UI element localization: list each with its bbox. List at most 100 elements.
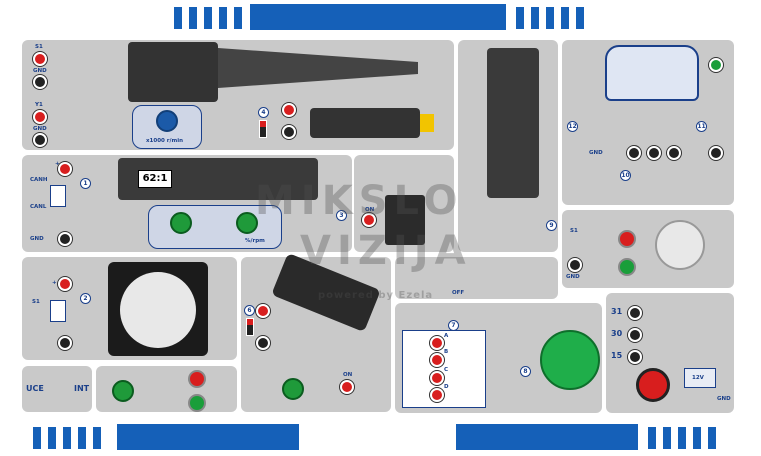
valve-black-jack[interactable] bbox=[256, 336, 270, 350]
diag-d-label: D bbox=[444, 384, 449, 390]
top-tick-left-5 bbox=[234, 7, 242, 29]
bottom-tick-left-5 bbox=[93, 427, 101, 449]
supply-gnd-label: GND bbox=[717, 396, 731, 402]
diag-b-jack[interactable] bbox=[430, 353, 444, 367]
plus-jack[interactable] bbox=[58, 162, 72, 176]
horn-red-led[interactable] bbox=[618, 230, 636, 248]
rpm-knob[interactable] bbox=[156, 110, 178, 132]
t31-jack[interactable] bbox=[628, 306, 642, 320]
ignition-coil-image bbox=[128, 42, 218, 102]
sensor-image bbox=[310, 108, 420, 138]
bottom-tick-right-5 bbox=[708, 427, 716, 449]
bus-right-label: INT bbox=[74, 384, 90, 393]
diag-marker-8: 8 bbox=[520, 366, 531, 377]
supply-button[interactable] bbox=[636, 368, 670, 402]
fan-ic bbox=[50, 300, 66, 322]
bottom-tick-left-2 bbox=[48, 427, 56, 449]
throttle-gnd-jack[interactable] bbox=[58, 232, 72, 246]
top-tick-left-3 bbox=[204, 7, 212, 29]
bottom-right-bar bbox=[456, 424, 638, 450]
car-marker-11: 11 bbox=[696, 121, 707, 132]
watermark-line1: MIKSLO bbox=[255, 178, 464, 224]
fan-blades bbox=[120, 272, 196, 348]
battery-icon bbox=[684, 368, 716, 388]
temp-green-led[interactable] bbox=[188, 394, 206, 412]
temp-knob[interactable] bbox=[112, 380, 134, 402]
top-tick-right-5 bbox=[576, 7, 584, 29]
gnd-jack[interactable] bbox=[33, 75, 47, 89]
misc-marker-9: 9 bbox=[546, 220, 557, 231]
bottom-tick-right-2 bbox=[663, 427, 671, 449]
s1-label: S1 bbox=[35, 44, 43, 50]
temp-red-led[interactable] bbox=[188, 370, 206, 388]
rpm-dial bbox=[132, 105, 202, 149]
bottom-tick-left-3 bbox=[63, 427, 71, 449]
throttle-ic bbox=[50, 185, 66, 207]
diag-box bbox=[402, 330, 486, 408]
horn-panel bbox=[562, 210, 734, 288]
watermark-powered: powered by Ezela bbox=[318, 290, 434, 301]
t15-jack[interactable] bbox=[628, 350, 642, 364]
top-header-bar bbox=[250, 4, 506, 30]
bottom-tick-right-4 bbox=[693, 427, 701, 449]
throttle-knob-right[interactable] bbox=[236, 212, 258, 234]
horn-green-led[interactable] bbox=[618, 258, 636, 276]
diag-a-label: A bbox=[444, 333, 449, 339]
bus-left-label: UCE bbox=[26, 384, 44, 393]
diag-c-label: C bbox=[444, 367, 449, 373]
top-tick-left-2 bbox=[189, 7, 197, 29]
fan-gnd-jack[interactable] bbox=[58, 336, 72, 350]
top-tick-left-1 bbox=[174, 7, 182, 29]
valve-on-label: ON bbox=[343, 372, 353, 378]
relay-on-label: ON bbox=[365, 207, 375, 213]
top-tick-left-4 bbox=[219, 7, 227, 29]
gnd2-jack[interactable] bbox=[33, 133, 47, 147]
fan-plus-jack[interactable] bbox=[58, 277, 72, 291]
diag-motor-wheel bbox=[540, 330, 600, 390]
throttle-dial bbox=[148, 205, 282, 249]
car-marker-10: 10 bbox=[620, 170, 631, 181]
y1-jack[interactable] bbox=[33, 110, 47, 124]
valve-knob[interactable] bbox=[282, 378, 304, 400]
relay-box bbox=[385, 195, 425, 245]
horn-gnd-label: GND bbox=[566, 274, 580, 280]
fan-s1-label: S1 bbox=[32, 299, 40, 305]
ignition-marker: 4 bbox=[258, 107, 269, 118]
bus-panel bbox=[22, 366, 92, 412]
relay-on-button[interactable] bbox=[362, 213, 376, 227]
car-jack-1[interactable] bbox=[627, 146, 641, 160]
junction-off-label: OFF bbox=[452, 290, 465, 296]
car-green-jack[interactable] bbox=[709, 58, 723, 72]
rpm-label: x1000 r/min bbox=[146, 138, 184, 144]
ignition-black-jack[interactable] bbox=[282, 125, 296, 139]
bottom-left-bar bbox=[117, 424, 299, 450]
diag-d-jack[interactable] bbox=[430, 388, 444, 402]
valve-on-button[interactable] bbox=[340, 380, 354, 394]
diag-a-jack[interactable] bbox=[430, 336, 444, 350]
s1-jack[interactable] bbox=[33, 52, 47, 66]
car-image bbox=[605, 45, 699, 101]
gear-ratio-badge: 62:1 bbox=[138, 170, 172, 188]
valve-red-jack[interactable] bbox=[256, 304, 270, 318]
t31-label: 31 bbox=[611, 307, 623, 316]
throttle-knob-left[interactable] bbox=[170, 212, 192, 234]
ignition-switch[interactable] bbox=[259, 120, 267, 138]
valve-switch[interactable] bbox=[246, 318, 254, 336]
gnd2-label: GND bbox=[33, 126, 47, 132]
horn-speaker bbox=[655, 220, 705, 270]
canl-label: CANL bbox=[30, 204, 47, 210]
car-jack-3[interactable] bbox=[667, 146, 681, 160]
battery-voltage: 12V bbox=[692, 375, 704, 381]
ignition-red-jack[interactable] bbox=[282, 103, 296, 117]
fan-marker: 2 bbox=[80, 293, 91, 304]
gnd-label: GND bbox=[33, 68, 47, 74]
top-tick-right-4 bbox=[561, 7, 569, 29]
car-black-jack[interactable] bbox=[709, 146, 723, 160]
throttle-marker: 1 bbox=[80, 178, 91, 189]
top-tick-right-3 bbox=[546, 7, 554, 29]
valve-marker: 6 bbox=[244, 305, 255, 316]
diag-c-jack[interactable] bbox=[430, 371, 444, 385]
t30-jack[interactable] bbox=[628, 328, 642, 342]
horn-s1-jack[interactable] bbox=[568, 258, 582, 272]
car-jack-2[interactable] bbox=[647, 146, 661, 160]
